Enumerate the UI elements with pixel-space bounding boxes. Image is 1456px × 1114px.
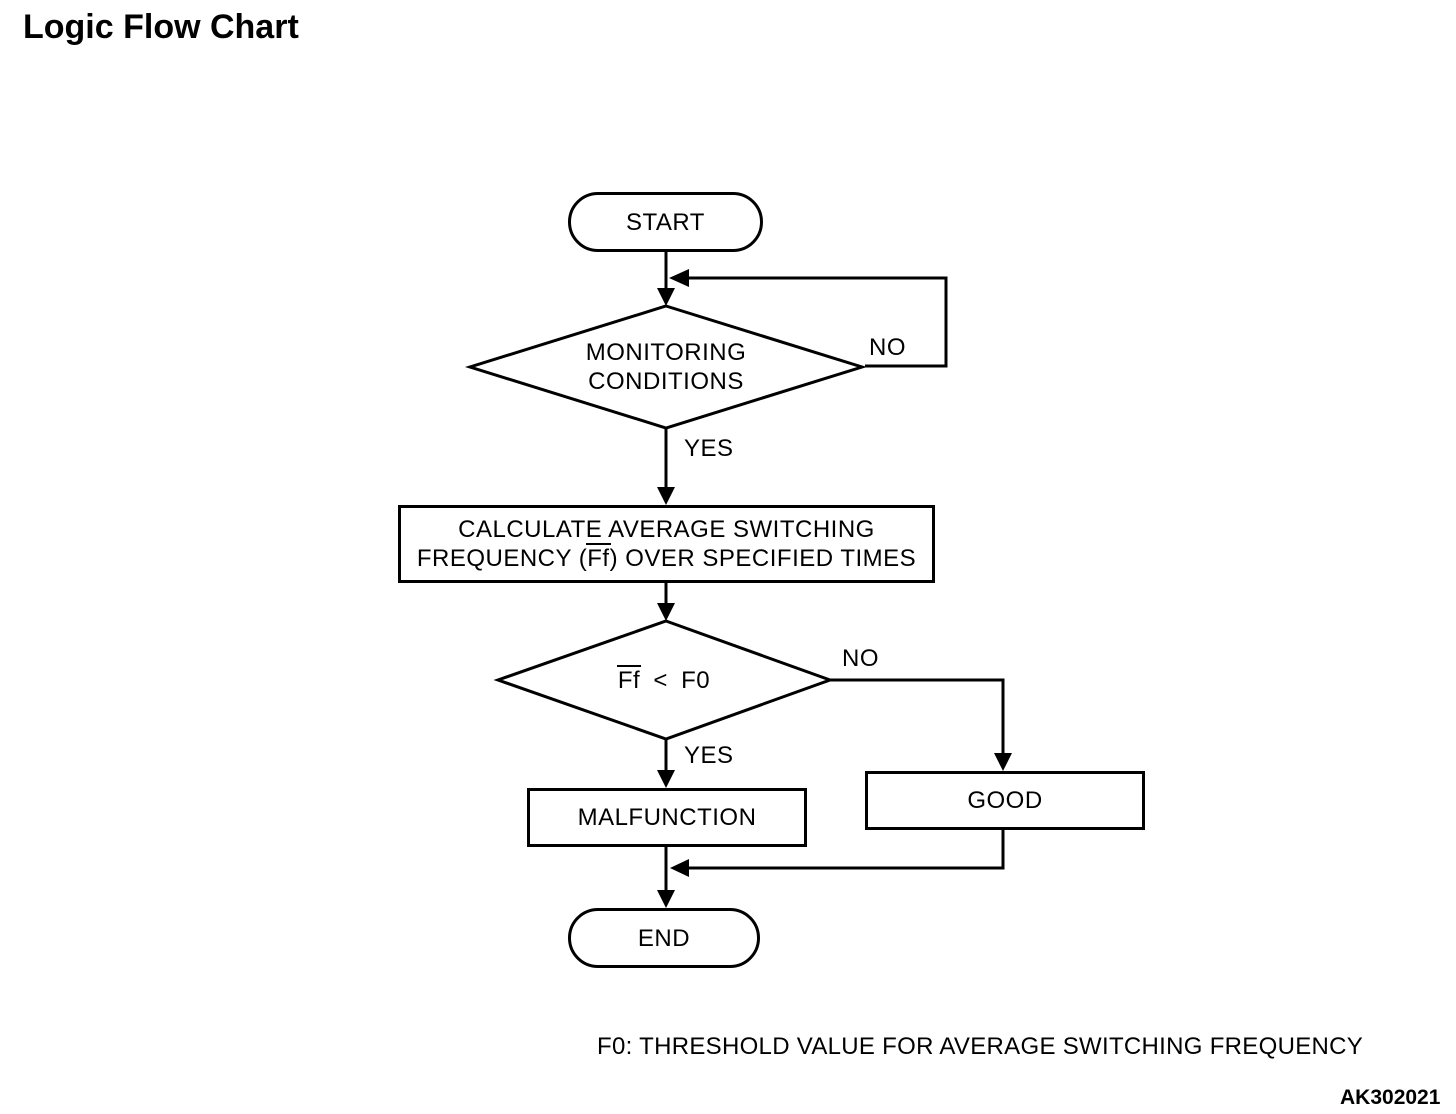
end-node: END: [568, 908, 760, 968]
arrowhead-into-malfunction: [657, 770, 675, 788]
arrowhead-into-end: [657, 890, 675, 908]
monitoring-decision-diamond: [464, 304, 868, 430]
arrowhead-into-good: [994, 753, 1012, 771]
calculate-line2: FREQUENCY (Ff) OVER SPECIFIED TIMES: [417, 544, 916, 573]
threshold-decision-diamond: [493, 619, 835, 741]
arrowhead-good-merge: [670, 859, 689, 877]
calculate-ff-overlined: Ff: [587, 545, 610, 572]
threshold-ff-overlined: Ff: [617, 666, 641, 694]
monitoring-line1: MONITORING: [585, 339, 747, 366]
arrowhead-into-monitoring: [657, 288, 675, 306]
calculate-line2-prefix: FREQUENCY (: [416, 545, 588, 572]
good-label: GOOD: [967, 787, 1043, 814]
page-title: Logic Flow Chart: [23, 8, 299, 46]
arrowhead-no-loop-merge: [669, 269, 689, 287]
start-node: START: [568, 192, 763, 252]
end-label: END: [637, 924, 691, 952]
threshold-condition: < F0: [653, 666, 711, 694]
good-node: GOOD: [865, 771, 1145, 830]
malfunction-label: MALFUNCTION: [577, 804, 757, 831]
monitoring-yes-label: YES: [684, 435, 734, 462]
threshold-decision-text: Ff < F0: [498, 621, 830, 739]
threshold-footnote: F0: THRESHOLD VALUE FOR AVERAGE SWITCHIN…: [597, 1033, 1364, 1060]
malfunction-node: MALFUNCTION: [527, 788, 807, 847]
threshold-no-label: NO: [842, 645, 879, 672]
calculate-process-node: CALCULATE AVERAGE SWITCHING FREQUENCY (F…: [398, 505, 935, 583]
monitoring-no-label: NO: [869, 334, 906, 361]
monitoring-decision-text: MONITORING CONDITIONS: [470, 306, 862, 428]
arrowhead-into-threshold: [657, 603, 675, 621]
connector-monitoring-no-loop: [689, 276, 948, 368]
connector-threshold-no: [830, 678, 1005, 753]
start-label: START: [626, 208, 705, 236]
arrowhead-into-calculate: [657, 487, 675, 505]
connector-good-to-merge: [689, 830, 1005, 870]
threshold-yes-label: YES: [684, 742, 734, 769]
calculate-line1: CALCULATE AVERAGE SWITCHING: [458, 516, 875, 543]
monitoring-line2: CONDITIONS: [588, 368, 744, 395]
figure-code: AK302021: [1340, 1086, 1441, 1109]
calculate-line2-suffix: ) OVER SPECIFIED TIMES: [609, 545, 917, 572]
